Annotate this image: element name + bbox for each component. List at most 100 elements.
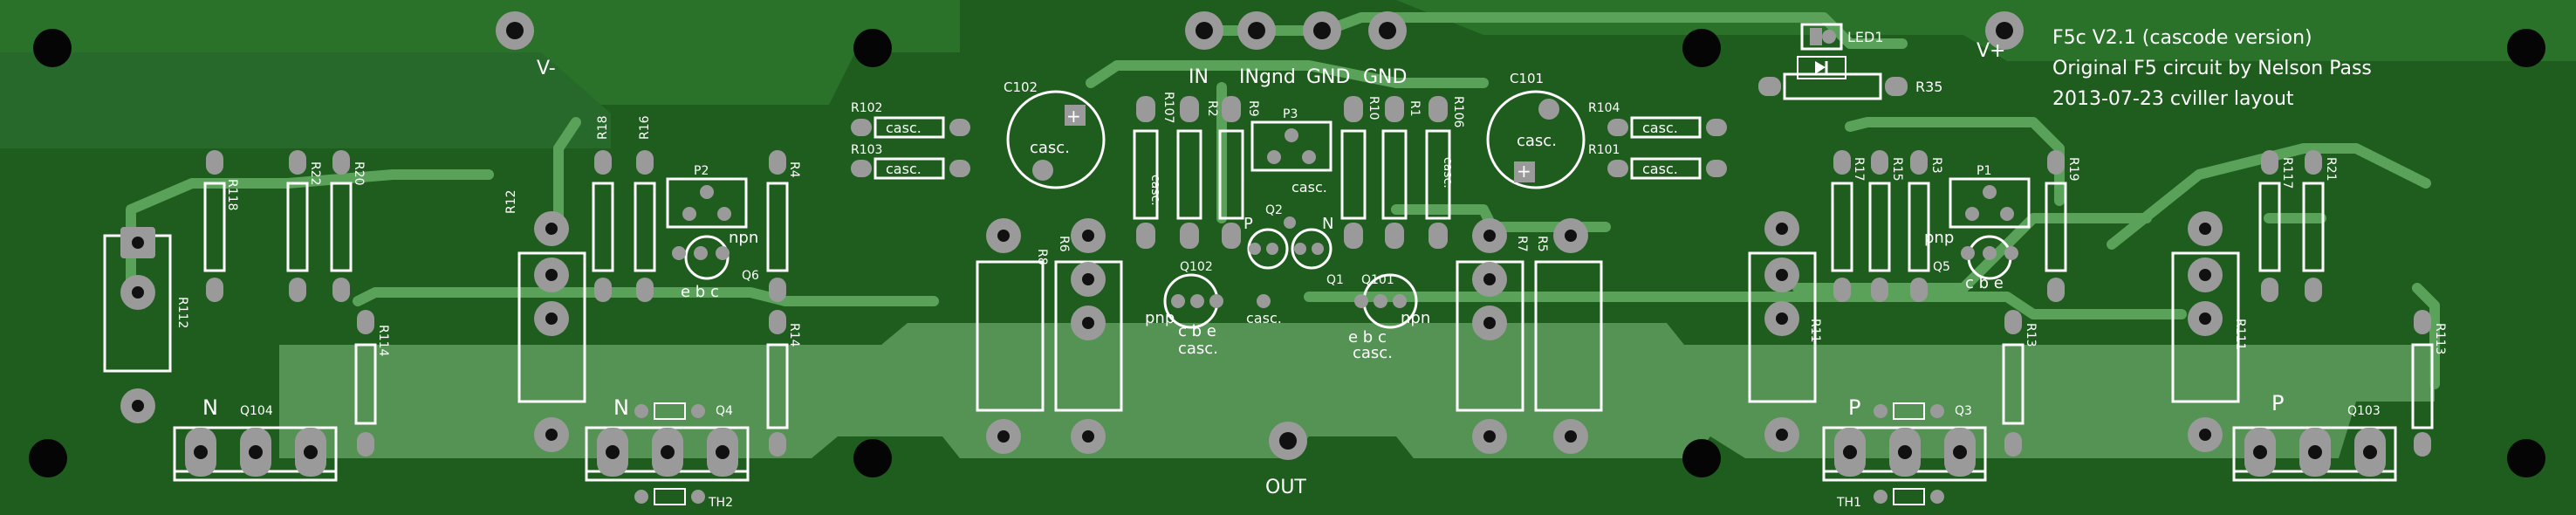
r102-label: R102 xyxy=(851,101,882,115)
p3-label: P3 xyxy=(1283,107,1298,121)
small-resistors xyxy=(203,129,2434,429)
q2-label: Q2 xyxy=(1265,203,1283,217)
mounting-hole xyxy=(1682,29,1721,67)
r35-label: R35 xyxy=(1915,79,1942,95)
r10-label: R10 xyxy=(1367,96,1380,120)
r6-outline xyxy=(1054,260,1123,412)
q102-label: Q102 xyxy=(1180,260,1213,274)
p-mid-label: P xyxy=(1848,395,1860,420)
q3-label: Q3 xyxy=(1955,404,1972,418)
v-plus-pad xyxy=(1985,11,2024,50)
v-plus-label: V+ xyxy=(1977,40,2005,62)
board-byline: 2013-07-23 cviller layout xyxy=(2052,88,2294,110)
p1-outline xyxy=(1949,177,2031,229)
mounting-hole xyxy=(2507,439,2545,477)
th1-label: TH1 xyxy=(1836,496,1861,510)
r103-label: R103 xyxy=(851,143,882,157)
c102-casc-label: casc. xyxy=(1030,139,1070,157)
r20-label: R20 xyxy=(352,161,366,186)
terminal-pads xyxy=(496,11,2024,460)
mounting-hole xyxy=(1682,439,1721,477)
r12-label: R12 xyxy=(504,189,518,214)
p3-outline xyxy=(1250,120,1333,172)
q102-cbe: c b e xyxy=(1178,322,1216,340)
r7-outline xyxy=(1456,260,1524,412)
c102-outline xyxy=(1006,90,1106,189)
thermistor-pads xyxy=(634,404,1944,504)
mounting-hole xyxy=(853,29,892,67)
r101-label: R101 xyxy=(1588,143,1620,157)
r8-label: R8 xyxy=(1035,249,1049,265)
q104-label: Q104 xyxy=(240,404,273,418)
mounting-hole xyxy=(29,439,67,477)
casc-resistor-pads xyxy=(851,77,1908,177)
led1-label: LED1 xyxy=(1847,29,1884,45)
gnd-label: GND xyxy=(1306,66,1350,88)
r111-outline xyxy=(2171,251,2240,403)
casc-resistors xyxy=(874,72,1882,180)
p1-label: P1 xyxy=(1977,164,1991,178)
r114-label: R114 xyxy=(376,325,390,357)
board-title: F5c V2.1 (cascode version) xyxy=(2052,27,2312,49)
r1-label: R1 xyxy=(1408,100,1422,117)
r2-label: R2 xyxy=(1205,100,1219,117)
n-mid-label: N xyxy=(613,395,629,420)
mounting-hole xyxy=(2507,29,2545,67)
q6-npn: npn xyxy=(729,229,758,247)
r103-casc: casc. xyxy=(886,161,921,177)
p-small-label: P xyxy=(1243,215,1253,233)
r104-label: R104 xyxy=(1588,101,1620,115)
mounting-hole xyxy=(33,29,72,67)
c101-label: C101 xyxy=(1510,71,1544,86)
q102-pnp: pnp xyxy=(1145,309,1175,327)
n-left-label: N xyxy=(202,395,218,420)
r3-label: R3 xyxy=(1929,157,1943,174)
n-small-label: N xyxy=(1322,215,1333,233)
r117-label: R117 xyxy=(2280,157,2294,189)
q4-label: Q4 xyxy=(716,404,733,418)
trimpot-pads xyxy=(682,128,2014,221)
r14-label: R14 xyxy=(787,323,801,347)
r15-label: R15 xyxy=(1890,157,1904,182)
r101-casc: casc. xyxy=(1642,161,1678,177)
r107-casc: casc. xyxy=(1148,175,1162,206)
q103-label: Q103 xyxy=(2347,404,2381,418)
capacitors xyxy=(1006,90,1586,189)
r19-label: R19 xyxy=(2066,157,2080,182)
r106-label: R106 xyxy=(1451,96,1465,128)
q6-label: Q6 xyxy=(742,269,759,283)
gnd-pad xyxy=(1303,11,1341,50)
r16-label: R16 xyxy=(638,115,652,140)
large-resistor-pads xyxy=(120,211,2223,454)
gnd-pad xyxy=(1368,11,1407,50)
q5-cbe: c b e xyxy=(1965,274,2004,292)
r11-outline xyxy=(1748,251,1817,403)
led1 xyxy=(1797,23,1846,79)
q101-casc: casc. xyxy=(1353,344,1393,362)
r22-label: R22 xyxy=(308,161,322,186)
r118-label: R118 xyxy=(225,179,239,210)
trimpots xyxy=(666,120,2031,229)
resistor-labels: R118 R22 R20 R112 R12 R18 R16 R4 R114 R1… xyxy=(175,92,2447,357)
q101-label: Q101 xyxy=(1361,273,1394,287)
r104-casc: casc. xyxy=(1642,120,1678,136)
r111-label: R111 xyxy=(2233,319,2247,350)
r11-label: R11 xyxy=(1808,319,1822,343)
r17-label: R17 xyxy=(1852,157,1866,182)
r113-label: R113 xyxy=(2433,323,2447,354)
q6-ebc: e b c xyxy=(681,283,719,301)
c101-plus: + xyxy=(1517,161,1531,182)
p3-casc: casc. xyxy=(1291,179,1327,196)
r18-label: R18 xyxy=(596,115,610,140)
r5-outline xyxy=(1534,260,1603,412)
c102-label: C102 xyxy=(1004,79,1038,95)
r21-label: R21 xyxy=(2324,157,2338,182)
small-resistor-pads xyxy=(206,96,2431,457)
th2-label: TH2 xyxy=(708,496,733,510)
r6-label: R6 xyxy=(1057,236,1071,252)
mounting-hole xyxy=(853,439,892,477)
p-right-label: P xyxy=(2271,391,2284,415)
copper-pour-left xyxy=(0,52,611,148)
p2-label: P2 xyxy=(694,164,709,178)
